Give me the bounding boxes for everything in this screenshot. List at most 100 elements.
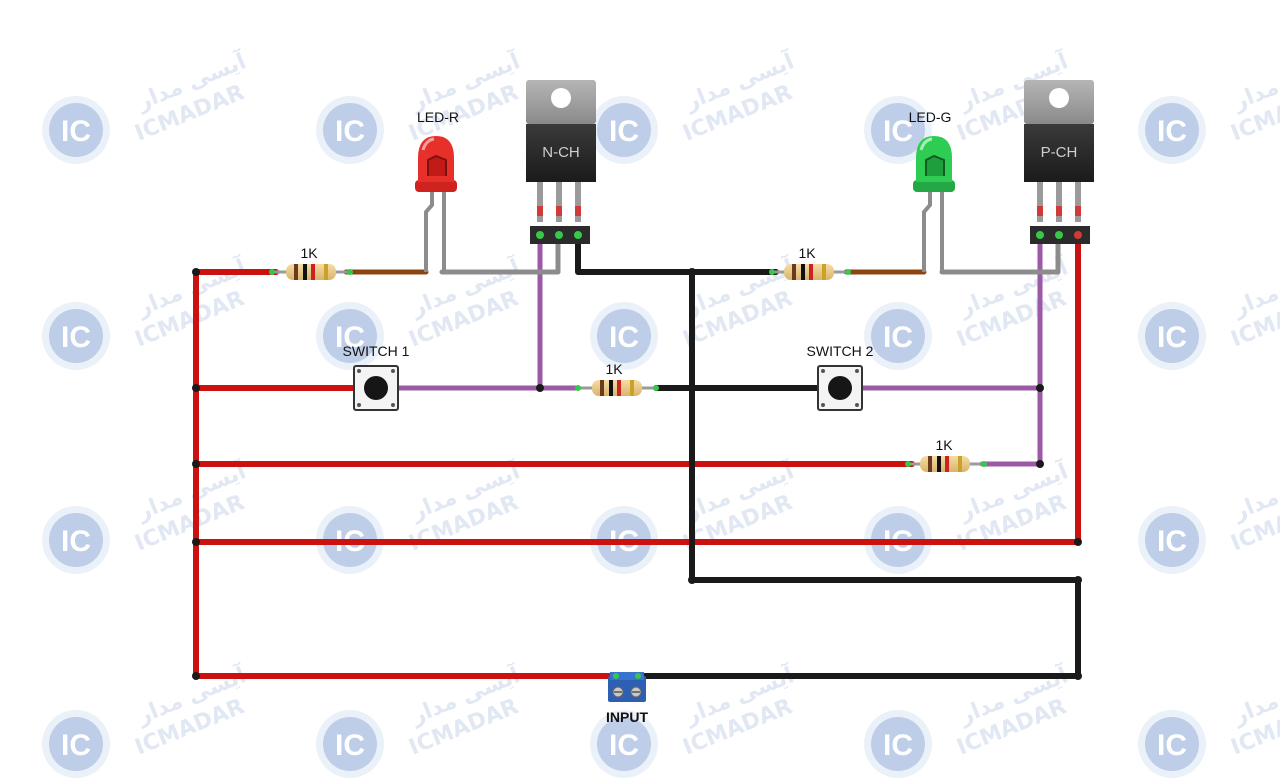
junction-dot [688, 268, 696, 276]
led-red-rim [415, 180, 457, 192]
resistor-end [845, 269, 851, 275]
input-terminal[interactable]: INPUT [606, 672, 648, 725]
pch-header-pin [1055, 231, 1063, 239]
switch-1-label: SWITCH 1 [343, 343, 410, 359]
svg-text:IC: IC [335, 115, 365, 148]
resistor-r1[interactable]: 1K [269, 245, 353, 280]
junction-dot [1074, 538, 1082, 546]
switch-2[interactable]: SWITCH 2 [807, 343, 874, 411]
svg-text:IC: IC [61, 115, 91, 148]
led-green-label: LED-G [909, 109, 952, 125]
resistor-band-1 [294, 264, 298, 280]
junction-dot [688, 576, 696, 584]
svg-text:IC: IC [1157, 729, 1187, 762]
resistor-end [905, 461, 911, 467]
junction-dot [1036, 384, 1044, 392]
junction-dot [192, 460, 200, 468]
pch-body [1024, 124, 1094, 182]
junction-dot [688, 384, 696, 392]
resistor-r2[interactable]: 1K [769, 245, 851, 280]
nch-pin-1-band [537, 206, 543, 216]
resistor-end [269, 269, 275, 275]
pch-pin-3-band [1075, 206, 1081, 216]
black-wire-nch-source [575, 233, 779, 275]
resistor-band-3 [617, 380, 621, 396]
led-red[interactable]: LED-R [415, 109, 459, 272]
resistor-band-4 [958, 456, 962, 472]
resistor-r4[interactable]: 1K [905, 437, 987, 472]
svg-text:IC: IC [883, 729, 913, 762]
junction-dot [1074, 672, 1082, 680]
junction-dot [192, 384, 200, 392]
junction-dot [536, 384, 544, 392]
junction-dot [192, 672, 200, 680]
switch-1-corner [357, 403, 361, 407]
resistor-band-2 [937, 456, 941, 472]
gray-wire-pch-drain [939, 233, 1061, 275]
resistor-end [347, 269, 353, 275]
nch-tab-hole [551, 88, 571, 108]
resistor-band-2 [609, 380, 613, 396]
switch-1[interactable]: SWITCH 1 [343, 343, 410, 411]
junction-dot [192, 268, 200, 276]
switch-1-corner [357, 369, 361, 373]
svg-text:IC: IC [609, 115, 639, 148]
nch-pin-2 [556, 182, 562, 222]
svg-text:IC: IC [335, 729, 365, 762]
led-red-die [427, 154, 447, 176]
switch-2-button[interactable] [828, 376, 852, 400]
nch-header-pin [574, 231, 582, 239]
svg-text:IC: IC [1157, 525, 1187, 558]
resistor-band-2 [801, 264, 805, 280]
led-green-shine [919, 137, 933, 151]
input-label: INPUT [606, 709, 648, 725]
wires [192, 233, 1082, 680]
junction-dot [192, 538, 200, 546]
resistor-r3-label: 1K [605, 361, 623, 377]
resistor-end [653, 385, 659, 391]
input-terminal-top [610, 672, 644, 680]
pch-header-pin [1036, 231, 1044, 239]
nch-header-pin [555, 231, 563, 239]
input-pin [635, 673, 641, 679]
resistor-end [769, 269, 775, 275]
svg-text:IC: IC [609, 321, 639, 354]
led-red-leg-left [424, 192, 434, 272]
resistor-band-3 [945, 456, 949, 472]
gray-wire-nch-drain [439, 233, 561, 275]
svg-text:IC: IC [1157, 321, 1187, 354]
resistor-band-4 [630, 380, 634, 396]
pch-pin-1-band [1037, 206, 1043, 216]
resistor-band-1 [600, 380, 604, 396]
switch-2-corner [821, 369, 825, 373]
switch-1-button[interactable] [364, 376, 388, 400]
resistor-r1-label: 1K [300, 245, 318, 261]
svg-text:IC: IC [883, 115, 913, 148]
nch-pin-2-band [556, 206, 562, 216]
resistor-r4-label: 1K [935, 437, 953, 453]
nch-mosfet[interactable]: N-CH [526, 80, 596, 244]
svg-text:IC: IC [609, 729, 639, 762]
pch-pin-2 [1056, 182, 1062, 222]
svg-text:IC: IC [61, 729, 91, 762]
pch-pin-1 [1037, 182, 1043, 222]
resistor-end [981, 461, 987, 467]
pch-pin-3 [1075, 182, 1081, 222]
resistor-band-1 [928, 456, 932, 472]
led-green[interactable]: LED-G [909, 109, 955, 272]
resistor-r3[interactable]: 1K [575, 361, 659, 396]
nch-pin-3 [575, 182, 581, 222]
pch-mosfet[interactable]: P-CH [1024, 80, 1094, 244]
svg-text:IC: IC [61, 321, 91, 354]
junction-dot [1036, 460, 1044, 468]
input-pin [613, 673, 619, 679]
led-red-shine [421, 137, 435, 151]
nch-label: N-CH [542, 144, 580, 161]
nch-header-pin [536, 231, 544, 239]
